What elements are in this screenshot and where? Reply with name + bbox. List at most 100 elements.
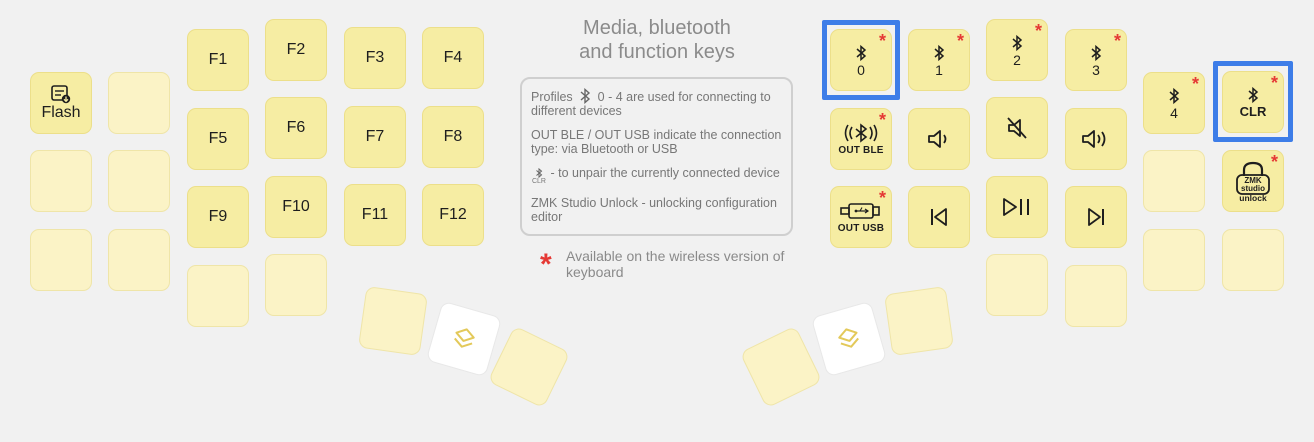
volume-down-key[interactable]	[908, 108, 970, 170]
highlight-frame	[1213, 61, 1293, 142]
play-pause-key[interactable]	[986, 176, 1048, 238]
bluetooth-clear-key[interactable]: * CLR	[1222, 71, 1284, 133]
bluetooth-2-label: 2	[1013, 51, 1021, 68]
f4-key-label: F4	[443, 49, 463, 66]
previous-track-key[interactable]	[908, 186, 970, 248]
f12-key-label: F12	[439, 206, 467, 223]
f10-key-label: F10	[282, 198, 310, 215]
next-track-icon	[1088, 208, 1104, 226]
f10-key[interactable]: F10	[265, 176, 327, 238]
blank-key[interactable]	[187, 265, 249, 327]
asterisk-icon: *	[878, 110, 886, 130]
legend-box: Profiles 0 - 4 are used for connecting t…	[520, 77, 793, 236]
blank-key[interactable]	[30, 229, 92, 291]
f1-key-label: F1	[208, 51, 228, 68]
title-line-2: and function keys	[579, 41, 735, 63]
thumb-key[interactable]	[739, 325, 823, 409]
studio-unlock-line-2: studio	[1241, 184, 1265, 193]
thumb-key[interactable]	[883, 285, 955, 357]
f5-key-label: F5	[208, 130, 228, 147]
f4-key[interactable]: F4	[422, 27, 484, 89]
out-ble-key[interactable]: * OUT BLE	[830, 108, 892, 170]
next-track-key[interactable]	[1065, 186, 1127, 248]
bluetooth-4-label: 4	[1170, 104, 1178, 121]
f11-key[interactable]: F11	[344, 184, 406, 246]
out-usb-key[interactable]: * OUT USB	[830, 186, 892, 248]
f2-key[interactable]: F2	[265, 19, 327, 81]
f8-key[interactable]: F8	[422, 106, 484, 168]
asterisk-icon: *	[1113, 31, 1121, 51]
flash-icon	[51, 85, 71, 104]
volume-up-icon	[1082, 130, 1106, 148]
blank-key[interactable]	[108, 229, 170, 291]
studio-unlock-key[interactable]: * ZMK studio unlock	[1222, 150, 1284, 212]
legend-profiles-text: 0 - 4 are used for connecting to differe…	[531, 90, 771, 118]
f8-key-label: F8	[443, 128, 463, 145]
bluetooth-0-key[interactable]: * 0	[830, 29, 892, 91]
f6-key-label: F6	[286, 119, 306, 136]
asterisk-icon: *	[878, 31, 886, 51]
bluetooth-icon	[536, 168, 543, 178]
wireless-note: * Available on the wireless version of k…	[540, 248, 790, 280]
lock-icon: ZMK studio unlock	[1236, 161, 1270, 202]
volume-up-key[interactable]	[1065, 108, 1127, 170]
bluetooth-icon	[1091, 44, 1102, 61]
blank-key[interactable]	[108, 150, 170, 212]
flash-key[interactable]: Flash	[30, 72, 92, 134]
play-pause-icon	[1003, 198, 1029, 216]
blank-key[interactable]	[265, 254, 327, 316]
layer-key[interactable]	[810, 300, 888, 378]
bluetooth-icon	[934, 44, 945, 61]
f3-key[interactable]: F3	[344, 27, 406, 89]
thumb-key[interactable]	[357, 285, 429, 357]
clr-legend-icon: CLR	[531, 168, 547, 186]
legend-clr-text: - to unpair the currently connected devi…	[550, 166, 780, 180]
title-line-1: Media, bluetooth	[583, 17, 731, 39]
bluetooth-clear-label: CLR	[1239, 103, 1267, 119]
asterisk-icon: *	[956, 31, 964, 51]
bluetooth-icon	[1012, 34, 1023, 51]
asterisk-icon: *	[1191, 74, 1199, 94]
layer-key[interactable]	[425, 300, 503, 378]
f12-key[interactable]: F12	[422, 184, 484, 246]
layer-icon	[838, 328, 859, 348]
bluetooth-4-key[interactable]: * 4	[1143, 72, 1205, 134]
blank-key[interactable]	[1065, 265, 1127, 327]
f6-key[interactable]: F6	[265, 97, 327, 159]
f9-key[interactable]: F9	[187, 186, 249, 248]
bluetooth-icon	[580, 88, 591, 104]
f3-key-label: F3	[365, 49, 385, 66]
previous-track-icon	[931, 208, 947, 226]
blank-key[interactable]	[30, 150, 92, 212]
f7-key[interactable]: F7	[344, 106, 406, 168]
flash-key-label: Flash	[41, 104, 81, 121]
f11-key-label: F11	[361, 206, 389, 223]
bluetooth-3-label: 3	[1092, 61, 1100, 78]
bluetooth-broadcast-icon	[844, 122, 878, 143]
blank-key[interactable]	[108, 72, 170, 134]
blank-key[interactable]	[1143, 229, 1205, 291]
bluetooth-icon	[1248, 86, 1259, 103]
asterisk-icon: *	[1034, 21, 1042, 41]
mute-icon	[1007, 117, 1027, 139]
blank-key[interactable]	[986, 254, 1048, 316]
clr-legend-label: CLR	[531, 178, 546, 185]
highlight-frame	[822, 20, 900, 100]
f2-key-label: F2	[286, 41, 306, 58]
asterisk-icon: *	[1270, 73, 1278, 93]
bluetooth-0-label: 0	[857, 61, 865, 78]
thumb-key[interactable]	[487, 325, 571, 409]
volume-down-icon	[928, 130, 947, 148]
out-usb-label: OUT USB	[837, 222, 885, 234]
out-ble-label: OUT BLE	[838, 144, 884, 156]
f1-key[interactable]: F1	[187, 29, 249, 91]
bluetooth-2-key[interactable]: * 2	[986, 19, 1048, 81]
blank-key[interactable]	[1222, 229, 1284, 291]
bluetooth-3-key[interactable]: * 3	[1065, 29, 1127, 91]
mute-key[interactable]	[986, 97, 1048, 159]
wireless-note-text: Available on the wireless version of key…	[566, 248, 785, 280]
blank-key[interactable]	[1143, 150, 1205, 212]
bluetooth-1-key[interactable]: * 1	[908, 29, 970, 91]
f5-key[interactable]: F5	[187, 108, 249, 170]
bluetooth-icon	[1169, 87, 1180, 104]
